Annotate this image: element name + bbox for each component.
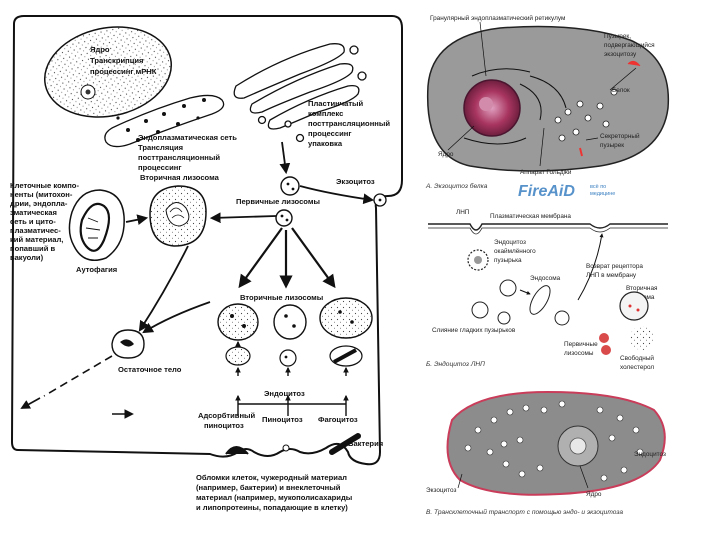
rough-er: [104, 94, 225, 148]
panel-b-caption: Б. Эндоцитоз ЛНП: [426, 360, 485, 368]
absorptive-label-1: Адсорбтивный: [198, 411, 256, 420]
receptor-label-2: ЛНП в мембрану: [586, 271, 637, 279]
golgi-label-5: упаковка: [308, 139, 343, 148]
golgi-label-4: процессинг: [308, 129, 352, 138]
exocytosis-label: Экзоцитоз: [336, 177, 375, 186]
free-cholesterol: [630, 326, 654, 350]
watermark-tag-2: медицине: [590, 191, 615, 197]
components-line-3: дрии, эндопла-: [10, 199, 68, 208]
endocytic-vesicles: [225, 345, 363, 367]
residual-body-label: Остаточное тело: [118, 365, 182, 374]
autophagy-label: Аутофагия: [76, 265, 117, 274]
vesicle-label-1: Пузырек,: [604, 33, 631, 40]
panel-b: ЛНП Плазматическая мембрана Эндоцитоз ок…: [426, 209, 668, 371]
secondary-lys-label-1: Вторичная: [626, 285, 658, 292]
panel-a-nucleus: [463, 79, 521, 137]
phagocytosis-label: Фагоцитоз: [318, 415, 358, 424]
golgi-label: Аппарат Гольджи: [520, 169, 572, 176]
coated-pit: [225, 446, 249, 455]
panel-a: Гранулярный эндоплазматический ретикулум…: [425, 14, 670, 190]
er-label-3: посттрансляционный: [138, 153, 220, 162]
vesicle-label-2: подвергающийся: [604, 41, 655, 49]
nucleus: [43, 26, 173, 118]
coated-vesicle: [467, 249, 489, 271]
panel-c-cell: [446, 390, 666, 496]
components-line-7: кий материал,: [10, 235, 63, 244]
golgi-label-3: посттрансляционный: [308, 119, 390, 128]
bacterium: [329, 433, 361, 455]
nucleus-label-1: Ядро: [90, 45, 110, 54]
primary-lys-label-1: Первичные: [564, 341, 598, 348]
panel-c-caption: В. Трансклеточный транспорт с помощью эн…: [426, 508, 623, 516]
primary-lysosomes: [275, 176, 300, 227]
er-label-1: Эндоплазматическая сеть: [138, 133, 237, 142]
watermark-brand: FireAiD: [518, 183, 575, 200]
cholesterol-label-1: Свободный: [620, 354, 654, 362]
bottom-text-3: материал (например, мукополисахариды: [196, 493, 352, 502]
coated-label-2: окаймлённого: [494, 247, 536, 255]
bottom-text-4: и липопротеины, попадающие в клетку): [196, 503, 348, 512]
panel-c-nucleus-label: Ядро: [586, 491, 602, 498]
panel-a-caption: А. Экзоцитоз белка: [425, 182, 488, 190]
primary-lysosomes-label: Первичные лизосомы: [236, 197, 320, 206]
components-line-4: зматическая: [10, 208, 57, 217]
bottom-text-1: Обломки клеток, чужеродный материал: [196, 473, 347, 482]
fusion-label: Слияние гладких пузырьков: [432, 327, 516, 334]
golgi-label-2: комплекс: [308, 109, 343, 118]
components-line-9: вакуоли): [10, 253, 44, 262]
er-label-2: Трансляция: [138, 143, 183, 152]
coated-label-1: Эндоцитоз: [494, 239, 526, 246]
watermark-tag-1: всё по: [590, 184, 606, 190]
components-line-2: ненты (митохон-: [10, 190, 73, 199]
smooth-vesicles: [471, 301, 570, 326]
bottom-text-2: (например, бактерии) и внеклеточный: [196, 483, 341, 492]
rough-er-label: Гранулярный эндоплазматический ретикулум: [430, 14, 565, 22]
secondary-lysosomes-label: Вторичные лизосомы: [240, 293, 323, 302]
endosome-tubular: [529, 285, 551, 315]
golgi-label-1: Пластинчатый: [308, 99, 364, 108]
panel-c-endocytosis-label: Эндоцитоз: [634, 451, 666, 458]
secondary-lysosome-b: [619, 291, 649, 321]
watermark: FireAiD всё по медицине: [518, 183, 615, 200]
components-line-6: плазматичес-: [10, 226, 61, 235]
panel-a-nucleus-label: Ядро: [438, 151, 454, 158]
protein-label: Белок: [612, 87, 630, 94]
secondary-lysosome-label: Вторичная лизосома: [140, 173, 220, 182]
primary-lysosome-b2: [601, 345, 611, 355]
components-line-1: Клеточные компо-: [10, 181, 79, 190]
endosome-small: [499, 279, 517, 297]
panel-c-vesicles: [464, 400, 644, 482]
secretory-label-1: Секреторный: [600, 132, 640, 140]
membrane-label: Плазматическая мембрана: [490, 212, 571, 220]
plasma-membrane: [428, 223, 668, 231]
ldl-label: ЛНП: [456, 209, 470, 216]
secondary-lysosomes-row: [217, 297, 373, 341]
endocytosis-label: Эндоцитоз: [264, 389, 305, 398]
left-panel: Ядро Транскрипция процессинг мРНК Эндопл…: [10, 15, 403, 512]
primary-lys-label-2: лизосомы: [564, 350, 594, 357]
panel-c: Эндоцитоз Экзоцитоз Ядро В. Трансклеточн…: [426, 390, 666, 516]
nucleus-label-3: процессинг мРНК: [90, 67, 157, 76]
panel-a-er: [463, 68, 567, 145]
components-line-5: сеть и цито-: [10, 217, 56, 226]
panel-a-vesicles: [554, 88, 618, 142]
components-line-8: попавший в: [10, 244, 55, 253]
bacteria-label: Бактерия: [348, 439, 383, 448]
mitochondrion-icon: [79, 202, 111, 252]
secretory-label-2: пузырек: [600, 142, 624, 149]
panel-c-exocytosis-label: Экзоцитоз: [426, 487, 456, 494]
pinocytosis-label: Пиноцитоз: [262, 415, 303, 424]
absorptive-label-2: пиноцитоз: [204, 421, 244, 430]
coated-label-3: пузырька: [494, 257, 522, 264]
cholesterol-label-2: холестерол: [620, 364, 654, 371]
primary-lysosome-b1: [599, 333, 609, 343]
receptor-label-1: Возврат рецептора: [586, 263, 643, 270]
vesicle-label-3: экзоцитозу: [604, 51, 637, 58]
golgi-complex: [233, 43, 367, 143]
nucleus-label-2: Транскрипция: [90, 56, 143, 65]
er-label-4: процессинг: [138, 163, 182, 172]
endosome-label: Эндосома: [530, 275, 561, 282]
